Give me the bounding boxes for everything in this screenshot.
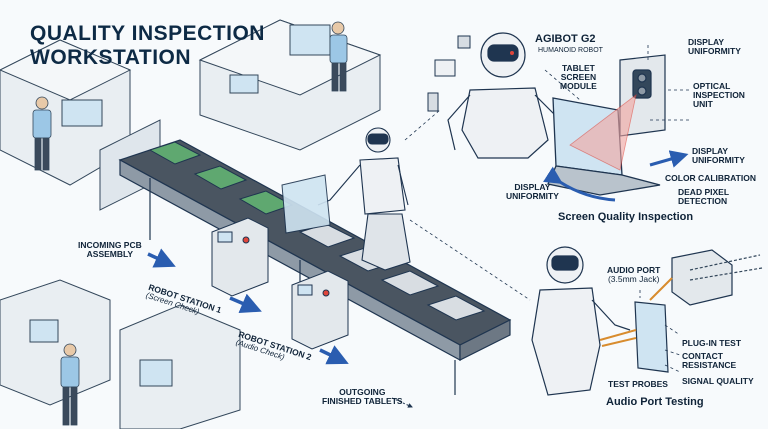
label-signal-quality: SIGNAL QUALITY bbox=[682, 377, 754, 386]
label-tablet-screen-module: TABLET SCREEN MODULE bbox=[560, 64, 597, 91]
label-display-uniformity-top: DISPLAY UNIFORMITY bbox=[688, 38, 741, 56]
audio-jack-probe bbox=[650, 250, 762, 305]
title-line-1: QUALITY INSPECTION bbox=[30, 22, 265, 46]
control-panel-2 bbox=[292, 271, 348, 349]
label-optical-inspection-unit: OPTICAL INSPECTION UNIT bbox=[693, 82, 745, 109]
page-title: QUALITY INSPECTION WORKSTATION bbox=[30, 22, 265, 69]
test-probes bbox=[600, 330, 636, 346]
label-display-uniformity-right: DISPLAY UNIFORMITY bbox=[692, 147, 745, 165]
uniformity-arrow-right bbox=[650, 155, 685, 165]
label-incoming-pcb: INCOMING PCB ASSEMBLY bbox=[78, 241, 142, 259]
control-panel-1 bbox=[212, 218, 268, 296]
robot-subtitle: HUMANOID ROBOT bbox=[538, 47, 603, 54]
tablet-audio-test bbox=[635, 302, 668, 372]
title-line-2: WORKSTATION bbox=[30, 46, 265, 70]
section-title-screen: Screen Quality Inspection bbox=[558, 212, 693, 224]
label-plug-in-test: PLUG-IN TEST bbox=[682, 339, 741, 348]
label-color-calibration: COLOR CALIBRATION bbox=[665, 174, 756, 183]
label-contact-resistance: CONTACT RESISTANCE bbox=[682, 352, 736, 370]
label-test-probes: TEST PROBES bbox=[608, 380, 668, 389]
label-display-uniformity-left: DISPLAY UNIFORMITY bbox=[506, 183, 559, 201]
component-icons bbox=[428, 36, 470, 111]
held-tablet-station-1 bbox=[282, 175, 330, 233]
label-outgoing-tablets: OUTGOING FINISHED TABLETS bbox=[322, 388, 403, 406]
label-audio-port: AUDIO PORT (3.5mm Jack) bbox=[607, 266, 660, 284]
incoming-arrow bbox=[148, 254, 172, 265]
station1-arrow bbox=[230, 298, 258, 310]
label-dead-pixel-detection: DEAD PIXEL DETECTION bbox=[678, 188, 729, 206]
robot-name: AGIBOT G2 bbox=[535, 34, 596, 46]
station2-arrow bbox=[320, 350, 345, 362]
section-title-audio: Audio Port Testing bbox=[606, 397, 704, 409]
